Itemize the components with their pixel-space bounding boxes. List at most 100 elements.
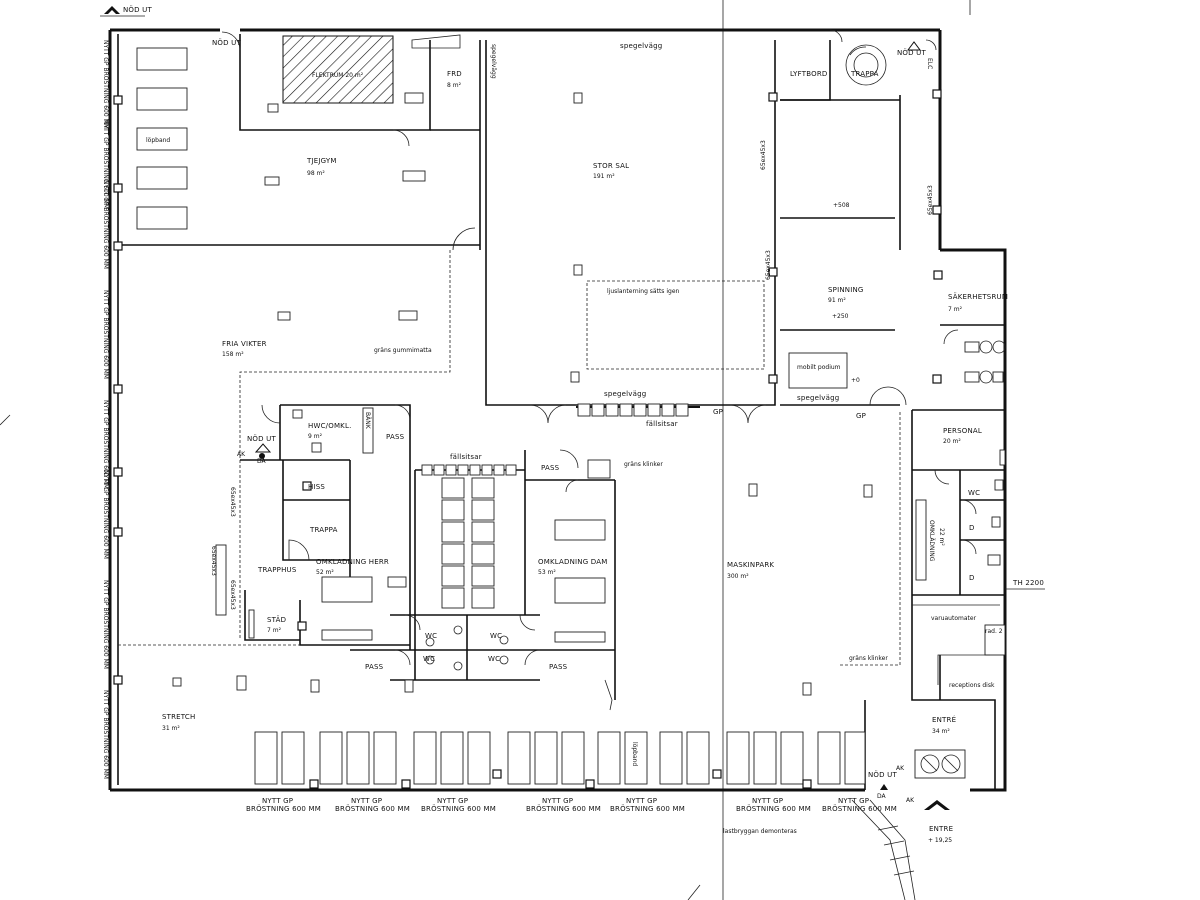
plus508-label: +508 xyxy=(833,202,850,209)
west-window-3: NYTT GP BRÖSTNING 600 MM xyxy=(102,180,109,269)
flektrum-label: FLEKTRUM 20 m² xyxy=(312,72,364,79)
elc-label: ELC xyxy=(926,58,933,69)
da-label-core: DA xyxy=(257,458,267,465)
d-label-1: D xyxy=(969,524,975,532)
stor-sal-area: 191 m² xyxy=(593,173,615,180)
trappa-label-core: TRAPPA xyxy=(309,526,338,534)
shower-cabins xyxy=(441,477,495,609)
trappa-label-top: TRAPPA xyxy=(850,70,879,78)
maskinpark-area: 300 m² xyxy=(727,573,749,580)
brostning-7: BRÖSTNING 600 MM xyxy=(822,804,897,813)
west-window-2: NYTT GP BRÖSTNING 600 MM xyxy=(102,120,109,209)
spinning-area xyxy=(780,29,942,406)
spegelvagg-spinning: spegelvägg xyxy=(797,394,839,402)
omkladning-small-area: 22 m² xyxy=(938,528,945,546)
ljuslantern-label: ljuslanterning sätts igen xyxy=(607,288,680,295)
central-core xyxy=(215,404,411,650)
ak-label-east: AK xyxy=(896,765,905,772)
rad-label: rad. 2 xyxy=(985,628,1003,635)
hwc-omkl-area: 9 m² xyxy=(308,433,323,440)
nytt-gp-4: NYTT GP xyxy=(542,797,573,805)
brostning-6: BRÖSTNING 600 MM xyxy=(736,804,811,813)
frd-area: 8 m² xyxy=(447,82,462,89)
ak-label-east2: AK xyxy=(906,797,915,804)
sakerhetsrum-name: SÄKERHETSRUM xyxy=(948,292,1008,301)
gummimatta-label: gräns gummimatta xyxy=(374,347,432,354)
nytt-gp-7: NYTT GP xyxy=(838,797,869,805)
west-windows xyxy=(113,95,123,685)
east-rooms xyxy=(911,270,1006,596)
west-window-5: NYTT GP BRÖSTNING 600 MM xyxy=(102,400,109,489)
nytt-gp-3: NYTT GP xyxy=(437,797,468,805)
south-machines xyxy=(254,731,866,789)
spinning-name: SPINNING xyxy=(828,286,864,294)
entre-area xyxy=(851,595,1006,900)
lopband-label: löpband xyxy=(146,137,170,144)
fria-vikter-area: 158 m² xyxy=(222,351,244,358)
omkladning-herr-name: OMKLADNING HERR xyxy=(316,558,389,566)
lopband-label-south: löpband xyxy=(631,742,638,766)
window-label-core-3: 65ex45x3 xyxy=(210,546,217,576)
west-window-6: NYTT GP BRÖSTNING 600 MM xyxy=(102,470,109,559)
varuautomater-label: varuautomater xyxy=(931,615,977,622)
entre-area: 34 m² xyxy=(932,728,950,735)
nytt-gp-2: NYTT GP xyxy=(351,797,382,805)
pass-label-2: PASS xyxy=(541,464,560,472)
plus250-label: +250 xyxy=(832,313,849,320)
omkladning-dam-area: 53 m² xyxy=(538,569,556,576)
tjejgym-area: 98 m² xyxy=(307,170,325,177)
nytt-gp-1: NYTT GP xyxy=(262,797,293,805)
personal-name: PERSONAL xyxy=(943,427,982,435)
window-label-spinning-1: 65ex45x3 xyxy=(765,250,772,280)
window-label-stor-sal: 65ex45x3 xyxy=(760,140,767,170)
stad-area: 7 m² xyxy=(267,627,282,634)
wc-label-east: WC xyxy=(968,489,980,497)
stor-sal-name: STOR SAL xyxy=(593,162,629,170)
window-label-core-1: 65ex45x3 xyxy=(229,487,236,517)
sakerhetsrum-area: 7 m² xyxy=(948,306,963,313)
mobilt-podium-label: mobilt podium xyxy=(797,364,841,371)
brostning-2: BRÖSTNING 600 MM xyxy=(335,804,410,813)
omkladning-small-name: OMKLÄDNING xyxy=(928,520,935,562)
fallsitsar-label-2: fällsitsar xyxy=(450,453,482,461)
fallsitsar-row-mid xyxy=(421,464,517,476)
exit-arrow-icon xyxy=(100,6,145,17)
fallsitsar-row-top xyxy=(577,403,689,417)
wc-label-1: WC xyxy=(425,632,437,640)
frd-name: FRD xyxy=(447,70,462,78)
stretch-area: 31 m² xyxy=(162,725,180,732)
pass-label-3: PASS xyxy=(365,663,384,671)
nod-ut-label-2: NÖD UT xyxy=(897,48,926,57)
tjejgym-equipment xyxy=(136,47,426,230)
omkladning-herr-area: 52 m² xyxy=(316,569,334,576)
spegelvagg-west-label: spegelvägg xyxy=(490,44,497,79)
grans-klinker-east: gräns klinker xyxy=(849,655,888,662)
wc-label-4: WC xyxy=(488,655,500,663)
entre-lower-label: ENTRE xyxy=(929,825,953,833)
spegelvagg-bottom: spegelvägg xyxy=(604,390,646,398)
d-label-2: D xyxy=(969,574,975,582)
maskinpark-equipment xyxy=(748,410,901,696)
lastbryggan-label: lastbryggan demonteras xyxy=(723,828,797,835)
west-window-7: NYTT GP BRÖSTNING 600 MM xyxy=(102,580,109,669)
top-exit-label: NÖD UT xyxy=(123,5,152,14)
west-window-4: NYTT GP BRÖSTNING 600 MM xyxy=(102,290,109,379)
stretch-name: STRETCH xyxy=(162,713,195,721)
hwc-omkl-name: HWC/OMKL. xyxy=(308,422,352,430)
tjejgym-name: TJEJGYM xyxy=(306,157,337,165)
pass-label-4: PASS xyxy=(549,663,568,671)
da-label-east: DA xyxy=(877,793,887,800)
stor-sal-room xyxy=(485,40,778,424)
west-window-8: NYTT GP BRÖSTNING 600 MM xyxy=(102,690,109,779)
gp-label-2: GP xyxy=(856,412,866,420)
window-label-core-2: 65ex45x3 xyxy=(229,580,236,610)
fria-vikter-room xyxy=(239,250,451,640)
grans-klinker-center: gräns klinker xyxy=(624,461,663,468)
entre-name: ENTRÉ xyxy=(932,715,956,724)
omkladning-dam-name: OMKLADNING DAM xyxy=(538,558,607,566)
fallsitsar-label-1: fällsitsar xyxy=(646,420,678,428)
maskinpark-name: MASKINPARK xyxy=(727,561,774,569)
trapphus-label: TRAPPHUS xyxy=(257,566,297,574)
wc-label-2: WC xyxy=(490,632,502,640)
spinning-area: 91 m² xyxy=(828,297,846,304)
